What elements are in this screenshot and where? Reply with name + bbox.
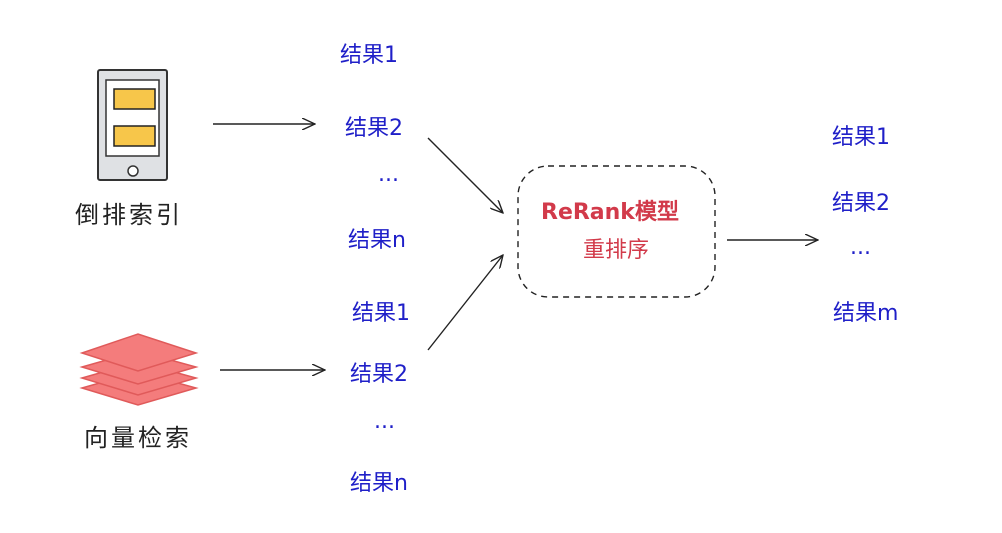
vector-result-1: 结果1	[352, 301, 410, 326]
inverted-result-n: 结果n	[348, 228, 406, 253]
inverted-result-1: 结果1	[340, 43, 398, 68]
final-result-m: 结果m	[833, 301, 899, 326]
rerank-model-label: ReRank模型	[541, 200, 679, 225]
vector-result-2: 结果2	[350, 362, 408, 387]
final-result-2: 结果2	[832, 191, 890, 216]
inverted-index-label: 倒排索引	[75, 201, 183, 229]
vector-result-n: 结果n	[350, 471, 408, 496]
rerank-sort-label: 重排序	[583, 238, 650, 263]
inverted-result-2: 结果2	[345, 116, 403, 141]
arrow-results2-to-rerank	[427, 255, 503, 351]
vector-search-label: 向量检索	[84, 424, 192, 452]
inverted-result-ellipsis: ...	[378, 162, 399, 187]
tablet-icon	[97, 69, 168, 181]
rerank-box	[517, 165, 716, 298]
vector-result-ellipsis: ...	[374, 409, 395, 434]
final-result-1: 结果1	[832, 125, 890, 150]
final-result-ellipsis: ...	[850, 235, 871, 260]
arrow-results1-to-rerank	[427, 137, 503, 213]
layers-icon	[79, 333, 199, 406]
